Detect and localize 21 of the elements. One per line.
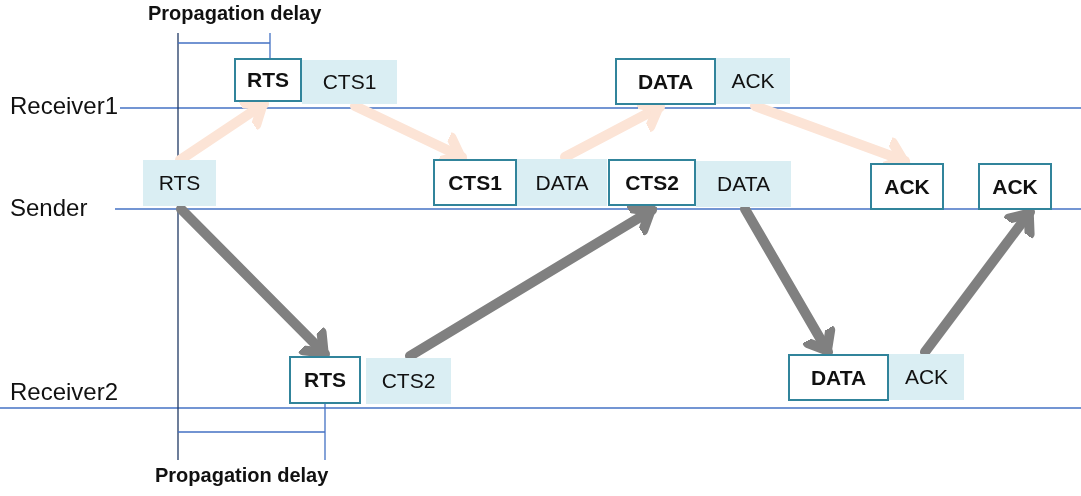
received-frame-box: ACK bbox=[870, 163, 944, 210]
received-frame-box: DATA bbox=[788, 354, 889, 401]
sent-frame-box: DATA bbox=[517, 159, 607, 206]
dimension-label: Propagation delay bbox=[155, 464, 329, 487]
received-frame-box: CTS2 bbox=[608, 159, 696, 206]
received-frame-box: RTS bbox=[289, 356, 361, 404]
sent-frame-box: CTS1 bbox=[302, 60, 397, 104]
lane-label: Receiver1 bbox=[10, 92, 119, 120]
received-frame-box: CTS1 bbox=[433, 159, 517, 206]
sent-frame-box: DATA bbox=[696, 161, 791, 207]
sent-frame-box: ACK bbox=[716, 58, 790, 104]
received-frame-box: RTS bbox=[234, 58, 302, 102]
lane-label: Sender bbox=[10, 194, 88, 222]
arrow bbox=[176, 204, 330, 359]
sent-frame-box: ACK bbox=[889, 354, 964, 400]
sent-frame-box: RTS bbox=[143, 160, 216, 206]
lane-label: Receiver2 bbox=[10, 378, 119, 406]
sent-frame-box: CTS2 bbox=[366, 358, 451, 404]
received-frame-box: DATA bbox=[615, 58, 716, 105]
dimension-label: Propagation delay bbox=[148, 2, 322, 25]
received-frame-box: ACK bbox=[978, 163, 1052, 210]
